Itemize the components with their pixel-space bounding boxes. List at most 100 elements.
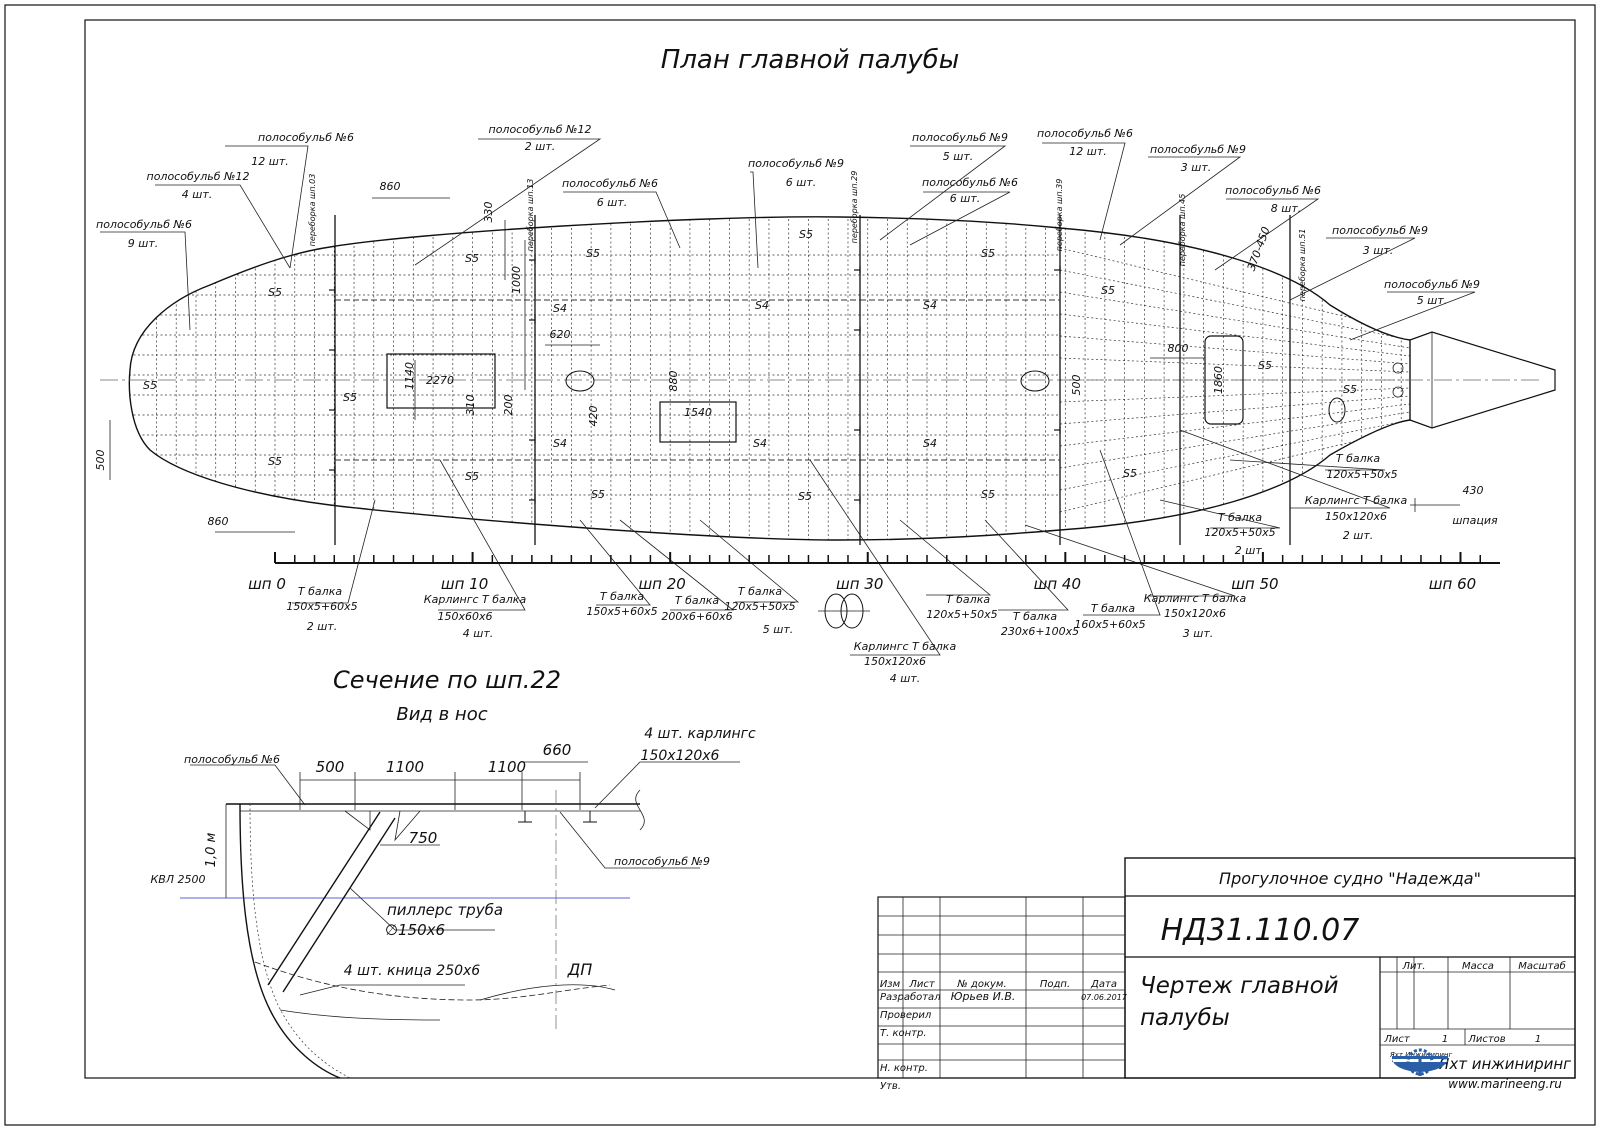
plan-title: План главной палубы <box>661 45 959 75</box>
revision-table-grid <box>878 896 1125 1079</box>
plan-annotation: 120x5+50x5 <box>1204 526 1275 539</box>
leader-pillar <box>349 887 495 931</box>
plate-mark: S4 <box>553 437 567 450</box>
plate-mark: S4 <box>753 437 767 450</box>
plan-annotation: T балка <box>1218 511 1262 524</box>
break-line <box>635 789 645 831</box>
plan-annotation: T балка <box>298 585 342 598</box>
plan-annotation: T балка <box>600 590 644 603</box>
bulkhead-lines <box>329 215 1291 545</box>
table-row-label: Н. контр. <box>880 1063 928 1074</box>
plan-annotation: 150x120x6 <box>1164 607 1226 620</box>
port-hole-2 <box>1392 386 1404 398</box>
dimension-text: 880 <box>667 371 680 392</box>
bracket-top-2 <box>394 810 421 842</box>
leader-bulb6 <box>190 764 306 806</box>
plate-mark: S4 <box>755 299 769 312</box>
company-name: Яхт инжиниринг <box>1438 1055 1571 1073</box>
plan-annotation: полособульб №6 <box>562 177 658 190</box>
plan-annotation: 2 шт. <box>307 620 337 633</box>
table-header: Подп. <box>1040 979 1070 990</box>
plate-mark: S4 <box>553 302 567 315</box>
section-label-d750: 750 <box>409 829 438 847</box>
section-label-knee: 4 шт. кница 250x6 <box>344 963 480 979</box>
manhole-2 <box>1020 370 1050 392</box>
plan-annotation: полособульб №9 <box>1384 278 1480 291</box>
section-label-pill: пиллерс труба <box>387 901 503 919</box>
dimension-text: 1540 <box>684 406 712 419</box>
plan-annotation: полособульб №12 <box>489 123 592 136</box>
plate-mark: S5 <box>343 391 357 404</box>
plate-mark: S4 <box>923 299 937 312</box>
plan-annotation: T балка <box>1336 452 1380 465</box>
pillar-edge-1 <box>267 811 381 986</box>
section-label-dp: ДП <box>567 960 593 979</box>
dimension-text: 500 <box>1070 375 1083 396</box>
section-label-d1100b: 1100 <box>488 758 526 776</box>
plan-annotation: 2 шт. <box>1235 544 1265 557</box>
plan-annotation: полособульб №6 <box>1225 184 1321 197</box>
plan-annotation: 120x5+50x5 <box>724 600 795 613</box>
plan-annotation: 8 шт. <box>1271 202 1301 215</box>
plate-mark: S5 <box>268 455 282 468</box>
section-label-d500: 500 <box>316 758 345 776</box>
plan-annotation: 2 шт. <box>525 140 555 153</box>
table-row-label: Утв. <box>880 1081 901 1092</box>
plan-annotation: 160x5+60x5 <box>1074 618 1145 631</box>
plan-annotation: 150x5+60x5 <box>586 605 657 618</box>
plan-annotation: полособульб №9 <box>1150 143 1246 156</box>
floor-line-1 <box>254 961 611 1001</box>
side-shell <box>239 803 341 1079</box>
outer-border <box>4 4 1596 1126</box>
plate-mark: S5 <box>981 247 995 260</box>
frame-label: шп 20 <box>638 575 685 593</box>
plan-annotation: полособульб №12 <box>147 170 250 183</box>
sheets-number: 1 <box>1535 1034 1541 1045</box>
vessel-name: Прогулочное судно "Надежда" <box>1219 869 1481 888</box>
dimension-text: 310 <box>464 395 477 416</box>
dimension-text: 1140 <box>403 362 416 390</box>
dimension-text: 620 <box>550 328 571 341</box>
plan-annotation: 150x120x6 <box>1325 510 1387 523</box>
table-header: Изм <box>880 979 901 990</box>
dimension-text: 330 <box>482 202 495 223</box>
dimension-text: 370-450 <box>1245 225 1273 273</box>
sheet-number: 1 <box>1442 1034 1448 1045</box>
date: 07.06.2017 <box>1081 993 1128 1002</box>
frame-label: шп 60 <box>1429 575 1476 593</box>
sheets-label: Листов <box>1467 1034 1505 1045</box>
author: Юрьев И.В. <box>951 990 1016 1003</box>
section-label-carl: 4 шт. карлингс <box>644 726 756 742</box>
leader-lines <box>100 138 1476 656</box>
frame-label: шп 40 <box>1034 575 1081 593</box>
plan-annotation: T балка <box>675 594 719 607</box>
table-row-label: Т. контр. <box>880 1028 927 1039</box>
plate-mark: S5 <box>799 228 813 241</box>
table-row-label: Разработал <box>880 991 941 1003</box>
title-block-texts: Прогулочное судно "Надежда"НД31.110.07Че… <box>880 869 1571 1092</box>
bulkhead-label: переборка шп.03 <box>308 174 317 247</box>
drawing-title-line2: палубы <box>1140 1005 1230 1031</box>
bulkhead-label: переборка шп.51 <box>1298 229 1307 302</box>
plan-annotation: 3 шт. <box>1183 627 1213 640</box>
floor-line-3 <box>479 984 616 1001</box>
dimension-text: 860 <box>208 515 229 528</box>
drawing-title-line1: Чертеж главной <box>1140 973 1339 999</box>
plate-mark: S5 <box>798 490 812 503</box>
frame-label: шп 50 <box>1231 575 1278 593</box>
leader-bulb9 <box>559 811 700 869</box>
frame-label: шп 30 <box>836 575 883 593</box>
plan-annotation: 230x6+100x5 <box>1001 625 1079 638</box>
dimension-text: 1860 <box>1212 366 1225 394</box>
leader-carling <box>594 761 740 809</box>
bracket-top-1 <box>344 810 371 831</box>
plan-annotation: 4 шт. <box>182 188 212 201</box>
plan-annotation: T балка <box>946 593 990 606</box>
table-header: № докум. <box>956 979 1006 990</box>
frame-ticks <box>274 552 1481 563</box>
